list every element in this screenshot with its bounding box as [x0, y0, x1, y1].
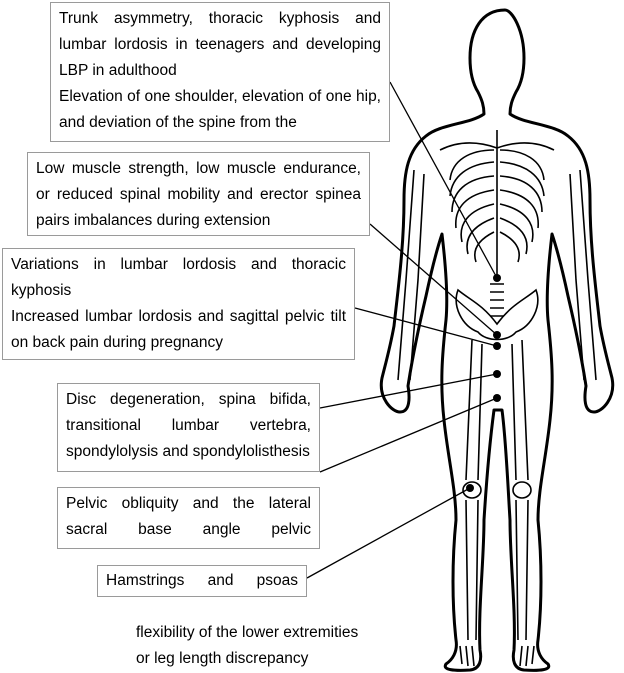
callout-box-pelvic-obliquity: Pelvic obliquity and the lateral sacral … — [57, 487, 320, 549]
caption-flexibility: flexibility of the lower extremities or … — [136, 620, 358, 672]
marker-dot-2 — [493, 331, 501, 339]
leader-line-3 — [354, 307, 498, 347]
marker-dot-4 — [493, 370, 501, 378]
caption-line: flexibility of the lower extremities — [136, 624, 359, 641]
callout-box-trunk-asymmetry: Trunk asymmetry, thoracic kyphosis and l… — [50, 2, 390, 142]
marker-dot-3 — [493, 342, 501, 350]
caption-line: or leg length discrepancy — [136, 650, 309, 667]
leader-line-4 — [319, 373, 498, 409]
leader-line-6 — [306, 487, 471, 579]
leader-line-1 — [389, 81, 498, 279]
body-outline — [379, 8, 615, 672]
skeleton — [397, 130, 597, 667]
callout-text: Disc degeneration, spina bifida, transit… — [66, 391, 311, 460]
marker-dot-6 — [466, 484, 474, 492]
leader-lines — [306, 81, 498, 579]
marker-dots — [466, 274, 501, 492]
callout-text: Variations in lumbar lordosis and thorac… — [11, 256, 346, 299]
callout-text: Increased lumbar lordosis and sagittal p… — [11, 308, 346, 351]
callout-text: Elevation of one shoulder, elevation of … — [59, 88, 381, 131]
marker-dot-1 — [493, 274, 501, 282]
callout-box-muscle-strength: Low muscle strength, low muscle enduranc… — [27, 152, 370, 236]
leader-line-2 — [369, 223, 498, 336]
callout-box-disc-degeneration: Disc degeneration, spina bifida, transit… — [57, 383, 320, 472]
callout-box-lumbar-lordosis: Variations in lumbar lordosis and thorac… — [2, 248, 355, 360]
marker-dot-5 — [493, 394, 501, 402]
leader-line-5 — [319, 397, 498, 473]
callout-text: Hamstrings and psoas — [106, 572, 298, 589]
callout-box-hamstrings: Hamstrings and psoas — [97, 565, 307, 597]
callout-text: Pelvic obliquity and the lateral sacral … — [66, 495, 311, 538]
callout-text: Trunk asymmetry, thoracic kyphosis and l… — [59, 10, 381, 79]
callout-text: Low muscle strength, low muscle enduranc… — [36, 160, 361, 229]
